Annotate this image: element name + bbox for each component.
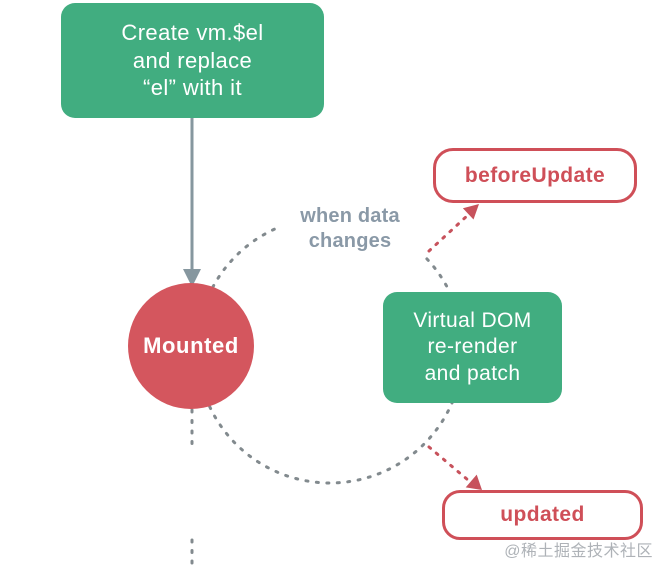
node-text-line: and patch bbox=[424, 361, 521, 385]
when-data-changes-note: when data changes bbox=[277, 201, 423, 258]
node-virtual-dom-rerender: Virtual DOM re-render and patch bbox=[383, 292, 562, 403]
node-updated-hook: updated bbox=[442, 490, 643, 540]
node-text-line: and replace bbox=[132, 47, 253, 73]
node-text-line: Virtual DOM bbox=[413, 308, 532, 332]
node-text-line: Create vm.$el bbox=[121, 19, 264, 45]
node-label: beforeUpdate bbox=[464, 163, 606, 187]
node-before-update-hook: beforeUpdate bbox=[433, 148, 637, 203]
node-label: Mounted bbox=[143, 333, 239, 358]
node-label: updated bbox=[500, 503, 585, 526]
arrowhead-updated-icon bbox=[465, 474, 482, 490]
node-text-line: “el” with it bbox=[143, 75, 242, 101]
note-line: when data bbox=[300, 205, 400, 227]
node-create-vm-el: Create vm.$el and replace “el” with it bbox=[61, 3, 324, 118]
note-line: changes bbox=[308, 230, 392, 253]
node-mounted-state: Mounted bbox=[128, 283, 254, 409]
edge-to-before-update bbox=[427, 213, 470, 253]
watermark: @稀土掘金技术社区 bbox=[504, 543, 653, 560]
arrowhead-before-update-icon bbox=[462, 204, 479, 220]
edge-to-updated bbox=[427, 445, 470, 482]
node-text-line: re-render bbox=[427, 335, 518, 359]
